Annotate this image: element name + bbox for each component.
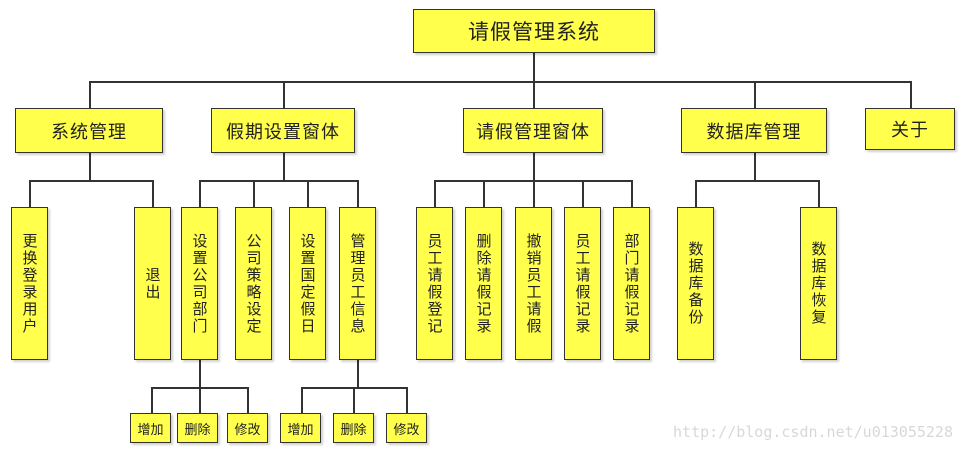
node-company-policy: 公司策略设定 <box>235 207 272 360</box>
connector-db-c1 <box>695 180 697 207</box>
watermark-url: http://blog.csdn.net/u013055228 <box>673 423 953 441</box>
node-root: 请假管理系统 <box>413 9 655 53</box>
node-db-restore: 数据库恢复 <box>800 207 837 360</box>
node-switch-user: 更换登录用户 <box>11 207 48 360</box>
connector-dept-c3 <box>247 387 249 413</box>
connector-holiday-c4 <box>357 180 359 207</box>
node-database-management: 数据库管理 <box>681 108 827 153</box>
node-dept-edit: 修改 <box>227 413 268 443</box>
connector-dept-down <box>199 360 201 387</box>
node-cancel-leave: 撤销员工请假 <box>515 207 552 360</box>
connector-staff-c2 <box>353 387 355 413</box>
connector-leave-down <box>533 153 535 180</box>
node-manage-staff-info: 管理员工信息 <box>339 207 376 360</box>
connector-dept-c2 <box>199 387 201 413</box>
node-delete-leave-record: 删除请假记录 <box>465 207 502 360</box>
connector-leave-c2 <box>483 180 485 207</box>
connector-db-c2 <box>818 180 820 207</box>
node-about: 关于 <box>865 108 955 150</box>
node-staff-delete: 删除 <box>333 413 374 443</box>
connector-sysmgmt-down <box>89 153 91 180</box>
connector-root-down <box>533 53 535 81</box>
node-leave-registration: 员工请假登记 <box>416 207 453 360</box>
connector-to-sysmgmt <box>89 81 91 108</box>
node-leave-management-form: 请假管理窗体 <box>463 108 603 153</box>
node-system-management: 系统管理 <box>15 108 163 153</box>
connector-sysmgmt-c2 <box>152 180 154 207</box>
node-db-backup: 数据库备份 <box>677 207 714 360</box>
node-staff-add: 增加 <box>280 413 321 443</box>
connector-holiday-bar <box>199 180 358 182</box>
connector-leave-c3 <box>533 180 535 207</box>
node-dept-delete: 删除 <box>177 413 218 443</box>
node-holiday-settings-form: 假期设置窗体 <box>211 108 355 153</box>
node-exit: 退出 <box>134 207 171 360</box>
connector-to-leave <box>533 81 535 108</box>
connector-leave-c4 <box>582 180 584 207</box>
connector-db-down <box>754 153 756 180</box>
connector-dept-c1 <box>151 387 153 413</box>
connector-to-about <box>910 81 912 108</box>
connector-sysmgmt-c1 <box>29 180 31 207</box>
connector-to-holiday <box>283 81 285 108</box>
connector-holiday-c3 <box>307 180 309 207</box>
node-national-holidays: 设置国定假日 <box>289 207 326 360</box>
connector-staff-c1 <box>301 387 303 413</box>
connector-staff-c3 <box>406 387 408 413</box>
connector-level1-bar <box>89 81 911 83</box>
node-dept-add: 增加 <box>130 413 171 443</box>
node-set-company-dept: 设置公司部门 <box>181 207 218 360</box>
connector-holiday-c2 <box>253 180 255 207</box>
connector-leave-c1 <box>434 180 436 207</box>
connector-to-db <box>754 81 756 108</box>
node-staff-leave-records: 员工请假记录 <box>564 207 601 360</box>
node-dept-leave-records: 部门请假记录 <box>613 207 650 360</box>
connector-holiday-c1 <box>199 180 201 207</box>
connector-leave-c5 <box>631 180 633 207</box>
connector-sysmgmt-bar <box>29 180 153 182</box>
connector-staff-down <box>357 360 359 387</box>
connector-holiday-down <box>283 153 285 180</box>
connector-db-bar <box>695 180 819 182</box>
node-staff-edit: 修改 <box>386 413 427 443</box>
